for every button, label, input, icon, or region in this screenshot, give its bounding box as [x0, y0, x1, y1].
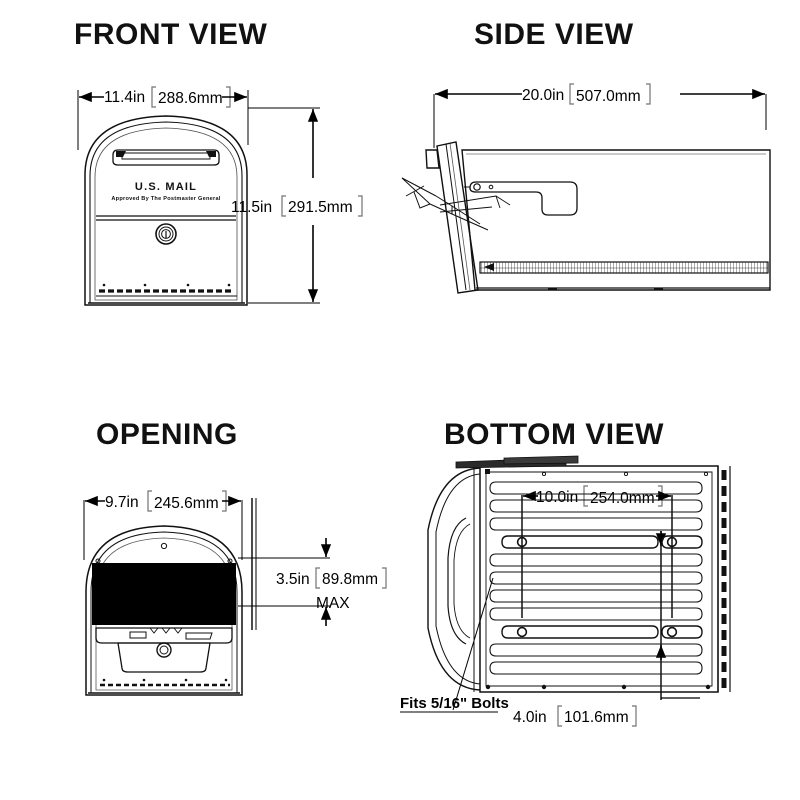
bottom-mounting-slots: [501, 535, 703, 639]
opening-width-metric: 245.6mm: [154, 495, 219, 512]
bottom-bolt-holes: [516, 536, 678, 638]
bottom-rivets: [541, 471, 709, 477]
bottom-edge-dots: [485, 469, 711, 690]
opening-height-imperial: 3.5in: [276, 571, 310, 588]
opening-height-dimension: 3.5in 89.8mm MAX: [238, 498, 387, 630]
front-bottom-detail: [88, 283, 245, 304]
bottom-ribs: [489, 481, 703, 675]
side-flag-assembly: [401, 177, 489, 231]
bottom-bolt-note: Fits 5/16" Bolts: [400, 695, 509, 712]
front-lock: [155, 223, 177, 245]
opening-door-flap: [95, 627, 233, 673]
front-view-drawing: 11.4in 288.6mm 11.5in 291.5mm: [77, 86, 363, 306]
bottom-length-imperial: 10.0in: [536, 489, 578, 506]
bottom-length-metric: 254.0mm: [590, 490, 655, 507]
front-door-seam: [96, 215, 236, 221]
side-front-door: [425, 141, 479, 294]
side-depth-imperial: 20.0in: [522, 87, 564, 104]
front-embossed-line2: Approved By The Postmaster General: [111, 196, 220, 202]
bottom-view-drawing: 10.0in 254.0mm 4.0in 101.6mm Fits 5: [400, 455, 731, 727]
side-depth-metric: 507.0mm: [576, 88, 641, 105]
side-linkage: [439, 195, 511, 213]
opening-height-metric: 89.8mm: [322, 571, 378, 588]
mailbox-front-body: [84, 115, 248, 306]
opening-bottom-detail: [88, 678, 240, 694]
opening-aperture: [92, 563, 236, 625]
opening-view-drawing: 9.7in 245.6mm 3.5in 89.8mm MAX: [83, 490, 387, 696]
opening-width-dimension: 9.7in 245.6mm: [83, 490, 243, 560]
front-height-metric: 291.5mm: [288, 199, 353, 216]
side-view-drawing: 20.0in 507.0mm: [401, 83, 771, 294]
bottom-length-dimension: 10.0in 254.0mm: [521, 485, 673, 618]
front-view-panel: 11.4in 288.6mm 11.5in 291.5mm: [0, 0, 400, 400]
opening-rivets: [95, 542, 233, 564]
front-handle: [112, 149, 220, 166]
opening-view-panel: 9.7in 245.6mm 3.5in 89.8mm MAX: [0, 400, 400, 800]
front-height-dimension: 11.5in 291.5mm: [231, 109, 363, 302]
side-view-title: SIDE VIEW: [474, 18, 634, 51]
opening-height-qualifier: MAX: [316, 595, 350, 612]
opening-view-title: OPENING: [96, 418, 238, 451]
bottom-width-metric: 101.6mm: [564, 709, 629, 726]
front-embossed-line1: U.S. MAIL: [135, 181, 197, 193]
bottom-view-title: BOTTOM VIEW: [444, 418, 664, 451]
bottom-width-imperial: 4.0in: [513, 709, 547, 726]
side-view-panel: 20.0in 507.0mm: [400, 0, 800, 400]
front-width-imperial: 11.4in: [104, 89, 145, 106]
front-width-dimension: 11.4in 288.6mm: [79, 86, 247, 108]
opening-width-imperial: 9.7in: [105, 494, 139, 511]
bottom-width-dimension: 4.0in 101.6mm: [513, 531, 700, 727]
front-view-title: FRONT VIEW: [74, 18, 268, 51]
bottom-right-edge: [717, 466, 731, 692]
side-bottom-rail: [476, 261, 770, 291]
side-latch-plate: [464, 181, 578, 216]
front-extension-lines: [77, 90, 320, 304]
front-width-metric: 288.6mm: [158, 90, 223, 107]
bottom-view-panel: 10.0in 254.0mm 4.0in 101.6mm Fits 5: [400, 400, 800, 800]
bottom-front-door: [427, 466, 481, 692]
front-height-imperial: 11.5in: [231, 199, 272, 216]
side-depth-dimension: 20.0in 507.0mm: [433, 83, 767, 148]
bottom-hinge-strip: [455, 455, 579, 469]
